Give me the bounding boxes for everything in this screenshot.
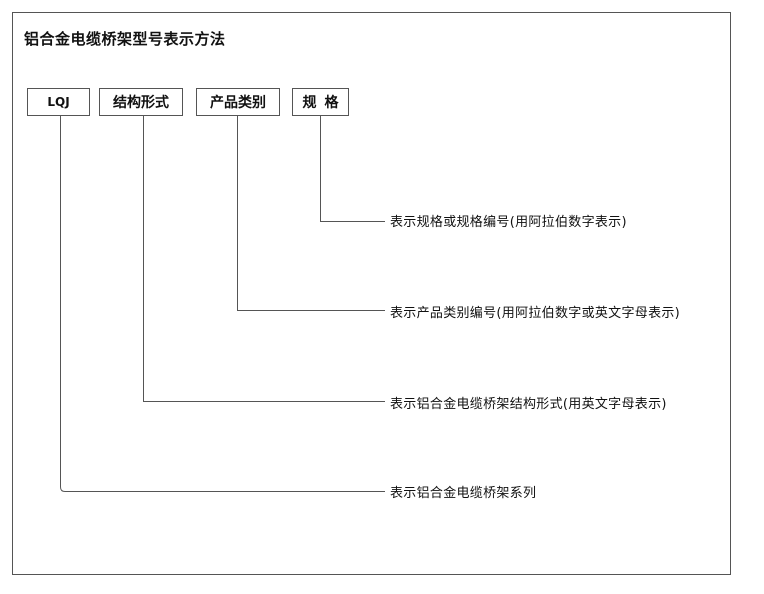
connector-series: [60, 116, 385, 492]
connector-category: [237, 116, 385, 311]
description-spec: 表示规格或规格编号(用阿拉伯数字表示): [390, 215, 627, 230]
description-series: 表示铝合金电缆桥架系列: [390, 486, 537, 501]
diagram-frame: [12, 12, 731, 575]
connector-spec: [320, 116, 385, 222]
diagram-title: 铝合金电缆桥架型号表示方法: [24, 30, 226, 48]
code-box-category: 产品类别: [196, 88, 280, 116]
description-structure: 表示铝合金电缆桥架结构形式(用英文字母表示): [390, 397, 667, 412]
code-box-spec: 规格: [292, 88, 349, 116]
description-category: 表示产品类别编号(用阿拉伯数字或英文字母表示): [390, 306, 681, 321]
code-box-lqj: LQJ: [27, 88, 90, 116]
connector-structure: [143, 116, 385, 402]
code-box-structure: 结构形式: [99, 88, 183, 116]
